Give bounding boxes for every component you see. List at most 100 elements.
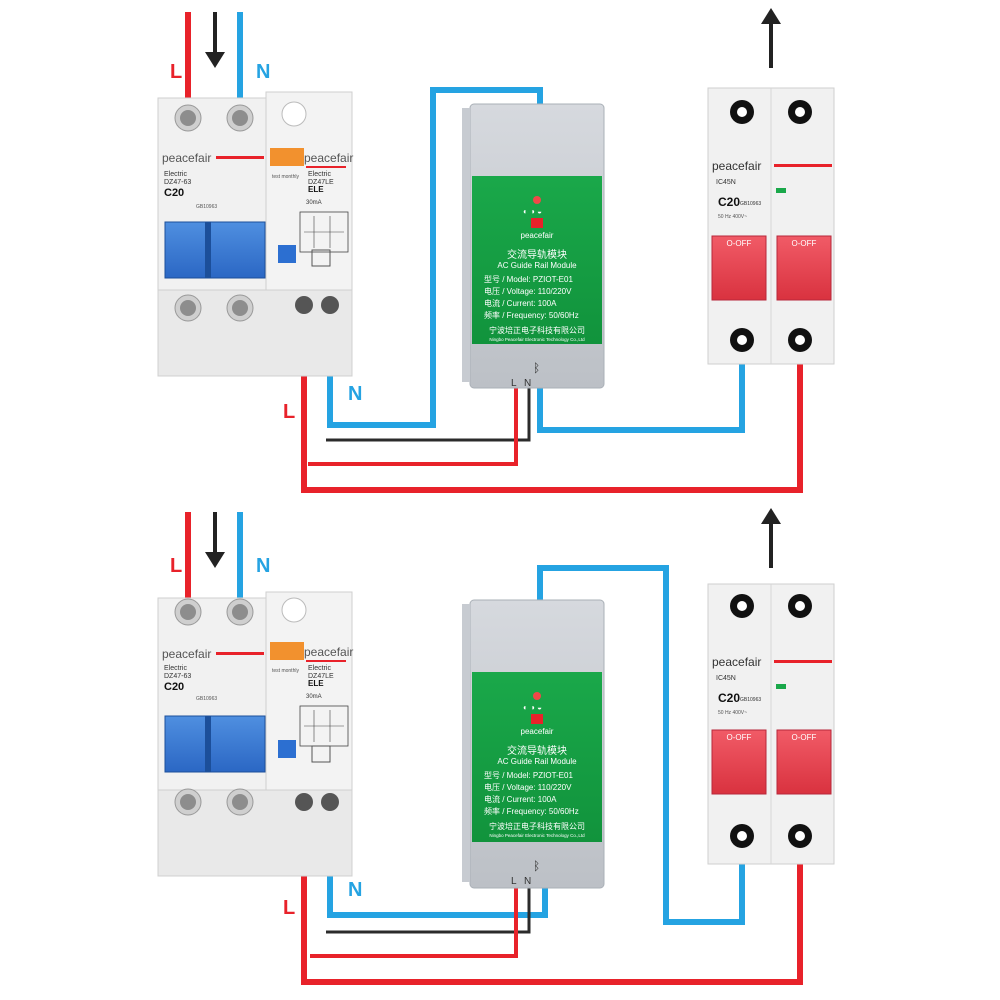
rcd-left-rating: C20 [164, 187, 184, 199]
diagram-1: L N L N peacefair Electric [157, 8, 835, 493]
rcd-right-model: DZ47LE [308, 179, 334, 186]
module-brand: peacefair [521, 231, 554, 240]
ac-rail-module: ◐ ◑ ◒ peacefair 交流导轨模块 AC Guide Rail Mod… [462, 599, 605, 889]
output-brand: peacefair [712, 159, 761, 173]
bluetooth-icon: ᛒ [533, 361, 540, 375]
rcd-test-note: test monthly [272, 174, 299, 180]
label-live-in: L [170, 555, 182, 577]
output-breaker: peacefair IC45N C20 GB10963 50 Hz 400V~ … [707, 87, 835, 365]
output-model: IC45N [716, 675, 736, 682]
live-wire-to-output [301, 805, 803, 985]
diagram-2: L N L N peacefair Electric DZ47-63 [157, 508, 835, 985]
label-live-out: L [283, 897, 295, 919]
label-live-in: L [170, 61, 182, 83]
output-switch-label-left: O-OFF [727, 239, 752, 248]
module-app-icons: ◐ ◑ ◒ [523, 207, 542, 216]
module-frequency: 频率 / Frequency: 50/60Hz [484, 806, 579, 816]
module-maker-en: Ningbo Peacefair Electronic Technology C… [489, 337, 585, 342]
rcd-right-trip: 30mA [306, 694, 322, 700]
output-left-switch[interactable] [711, 235, 767, 301]
output-breaker: peacefair IC45N C20 GB10963 50 Hz 400V~ … [707, 583, 835, 865]
bluetooth-icon: ᛒ [533, 859, 540, 873]
module-title-en: AC Guide Rail Module [497, 261, 577, 270]
rcd-left-toggle[interactable] [164, 221, 266, 279]
signal-wire-l [308, 385, 518, 466]
rcd-left-type: Electric [164, 171, 187, 178]
module-current: 电流 / Current: 100A [484, 794, 557, 804]
rcd-left-type: Electric [164, 665, 187, 672]
module-terminal-n: N [524, 876, 531, 887]
module-frequency: 频率 / Frequency: 50/60Hz [484, 310, 579, 320]
neutral-wire-to-module [327, 87, 543, 428]
wires-1 [185, 12, 803, 493]
neutral-wire-module-out [537, 340, 745, 433]
output-right-switch[interactable] [776, 729, 832, 795]
module-title-en: AC Guide Rail Module [497, 757, 577, 766]
input-arrow [205, 12, 225, 68]
module-title-cn: 交流导轨模块 [507, 248, 567, 261]
rcd-brand-left: peacefair [162, 647, 211, 661]
module-title-cn: 交流导轨模块 [507, 744, 567, 757]
rcd-left-standard: GB10963 [196, 696, 217, 702]
module-model: 型号 / Model: PZIOT-E01 [484, 275, 573, 284]
rcd-brand-right: peacefair [304, 151, 353, 165]
rcd-right-type: Electric [308, 665, 331, 672]
rcd-right-ele: ELE [308, 679, 324, 688]
wires-2 [185, 512, 803, 985]
rcd-left-toggle[interactable] [164, 715, 266, 773]
module-current: 电流 / Current: 100A [484, 298, 557, 308]
rcd-right-model: DZ47LE [308, 673, 334, 680]
neutral-wire-module-out [537, 565, 745, 925]
module-app-icons: ◐ ◑ ◒ [523, 703, 542, 712]
module-voltage: 电压 / Voltage: 110/220V [484, 782, 572, 792]
output-switch-label-right: O-OFF [792, 239, 817, 248]
module-brand: peacefair [521, 727, 554, 736]
output-rating: C20 [718, 691, 740, 705]
rcd-breaker: peacefair Electric DZ47-63 C20 GB10963 p… [157, 591, 353, 877]
output-arrow [761, 8, 781, 68]
signal-wire-l [310, 885, 518, 958]
output-left-switch[interactable] [711, 729, 767, 795]
rcd-left-model: DZ47-63 [164, 179, 191, 186]
output-right-switch[interactable] [776, 235, 832, 301]
rcd-test-note: test monthly [272, 668, 299, 674]
live-wire-to-output [301, 305, 803, 493]
rcd-left-model: DZ47-63 [164, 673, 191, 680]
output-switch-label-left: O-OFF [727, 733, 752, 742]
rcd-right-type: Electric [308, 171, 331, 178]
output-standard: GB10963 [740, 201, 761, 207]
module-maker-en: Ningbo Peacefair Electronic Technology C… [489, 833, 585, 838]
input-arrow [205, 512, 225, 568]
ac-rail-module: ◐ ◑ ◒ peacefair 交流导轨模块 AC Guide Rail Mod… [462, 103, 605, 389]
signal-wire-n [326, 385, 531, 442]
module-maker-cn: 宁波培正电子科技有限公司 [489, 325, 585, 335]
output-model: IC45N [716, 179, 736, 186]
output-switch-label-right: O-OFF [792, 733, 817, 742]
module-maker-cn: 宁波培正电子科技有限公司 [489, 821, 585, 831]
module-terminal-l: L [511, 378, 517, 389]
output-spec: 50 Hz 400V~ [718, 710, 747, 716]
output-rating: C20 [718, 195, 740, 209]
rcd-breaker: peacefair Electric DZ47-63 C20 GB10963 p… [157, 91, 353, 377]
rcd-right-ele: ELE [308, 185, 324, 194]
rcd-left-rating: C20 [164, 681, 184, 693]
module-terminal-n: N [524, 378, 531, 389]
rcd-brand-right: peacefair [304, 645, 353, 659]
module-terminal-l: L [511, 876, 517, 887]
rcd-brand-left: peacefair [162, 151, 211, 165]
signal-wire-n [326, 885, 531, 934]
label-live-out: L [283, 401, 295, 423]
output-standard: GB10963 [740, 697, 761, 703]
rcd-left-standard: GB10963 [196, 204, 217, 210]
module-voltage: 电压 / Voltage: 110/220V [484, 286, 572, 296]
output-spec: 50 Hz 400V~ [718, 214, 747, 220]
label-neutral-in: N [256, 555, 270, 577]
label-neutral-out: N [348, 383, 362, 405]
output-brand: peacefair [712, 655, 761, 669]
label-neutral-out: N [348, 879, 362, 901]
rcd-right-trip: 30mA [306, 200, 322, 206]
module-model: 型号 / Model: PZIOT-E01 [484, 771, 573, 780]
output-arrow [761, 508, 781, 568]
label-neutral-in: N [256, 61, 270, 83]
